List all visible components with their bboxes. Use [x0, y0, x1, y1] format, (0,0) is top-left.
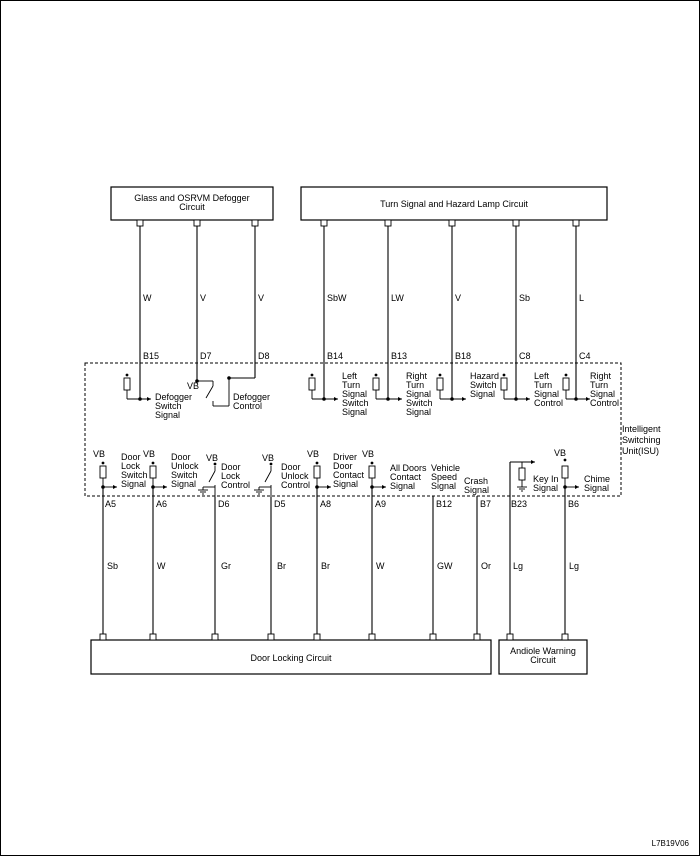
- pin-d7: D7: [200, 351, 212, 361]
- terminal-b18: [448, 219, 456, 227]
- wire-color-d6: Gr: [221, 561, 231, 571]
- vb-label-a8: VB: [307, 449, 319, 459]
- wire-color-c8: Sb: [519, 293, 530, 303]
- wire-color-b15: W: [143, 293, 152, 303]
- door-locking-circuit-label: Door Locking Circuit: [250, 653, 332, 663]
- upper-wires: [139, 226, 577, 399]
- wire-color-d7: V: [200, 293, 206, 303]
- pin-b7: B7: [480, 499, 491, 509]
- pin-b12: B12: [436, 499, 452, 509]
- wire-color-a6: W: [157, 561, 166, 571]
- terminal-c4: [572, 219, 580, 227]
- terminal-b14: [320, 219, 328, 227]
- upper-internal-circuits: [123, 373, 590, 407]
- wire-color-b6: Lg: [569, 561, 579, 571]
- wire-color-c4: L: [579, 293, 584, 303]
- pin-b14: B14: [327, 351, 343, 361]
- terminal-c8: [512, 219, 520, 227]
- wire-color-b18: V: [455, 293, 461, 303]
- lower-wires: [102, 462, 566, 634]
- wire-color-d5: Br: [277, 561, 286, 571]
- upper-connector-terminals: [136, 219, 580, 227]
- pin-b18: B18: [455, 351, 471, 361]
- wire-color-b7: Or: [481, 561, 491, 571]
- terminal-a5: [99, 633, 107, 641]
- pin-c8: C8: [519, 351, 531, 361]
- terminal-d8: [251, 219, 259, 227]
- vb-label-a5: VB: [93, 449, 105, 459]
- terminal-b23: [506, 633, 514, 641]
- antidote-warning-circuit-box: [498, 639, 588, 675]
- turn-signal-circuit-box: [300, 186, 608, 221]
- vb-label-d6: VB: [206, 453, 218, 463]
- terminal-a6: [149, 633, 157, 641]
- terminal-d5: [267, 633, 275, 641]
- vb-label-b6: VB: [554, 448, 566, 458]
- wire-color-b14: SbW: [327, 293, 347, 303]
- pin-d5: D5: [274, 499, 286, 509]
- turn-signal-circuit-label: Turn Signal and Hazard Lamp Circuit: [380, 199, 528, 209]
- terminal-b12: [429, 633, 437, 641]
- defogger-circuit-box: [110, 186, 274, 221]
- terminal-b13: [384, 219, 392, 227]
- terminal-d7: [193, 219, 201, 227]
- pin-c4: C4: [579, 351, 591, 361]
- wire-color-b13: LW: [391, 293, 404, 303]
- terminal-b6: [561, 633, 569, 641]
- terminal-d6: [211, 633, 219, 641]
- wire-color-a5: Sb: [107, 561, 118, 571]
- wire-color-d8: V: [258, 293, 264, 303]
- pin-b13: B13: [391, 351, 407, 361]
- door-locking-circuit-box: [90, 639, 492, 675]
- wire-color-b23: Lg: [513, 561, 523, 571]
- pin-b15: B15: [143, 351, 159, 361]
- pin-a6: A6: [156, 499, 167, 509]
- isu-boundary: [84, 362, 622, 497]
- vb-label-a9: VB: [362, 449, 374, 459]
- pin-a5: A5: [105, 499, 116, 509]
- pin-a9: A9: [375, 499, 386, 509]
- lower-internal-circuits: [99, 458, 579, 497]
- vb-label-defogger: VB: [187, 381, 199, 391]
- terminal-b7: [473, 633, 481, 641]
- wire-color-b12: GW: [437, 561, 453, 571]
- wire-color-a8: Br: [321, 561, 330, 571]
- pin-b6: B6: [568, 499, 579, 509]
- wire-color-a9: W: [376, 561, 385, 571]
- vb-label-a6: VB: [143, 449, 155, 459]
- terminal-a8: [313, 633, 321, 641]
- lower-connector-terminals: [99, 633, 569, 641]
- terminal-b15: [136, 219, 144, 227]
- pin-d6: D6: [218, 499, 230, 509]
- pin-b23: B23: [511, 499, 527, 509]
- terminal-a9: [368, 633, 376, 641]
- figure-id: L7B19V06: [652, 839, 690, 848]
- pin-d8: D8: [258, 351, 270, 361]
- pin-a8: A8: [320, 499, 331, 509]
- vb-label-d5: VB: [262, 453, 274, 463]
